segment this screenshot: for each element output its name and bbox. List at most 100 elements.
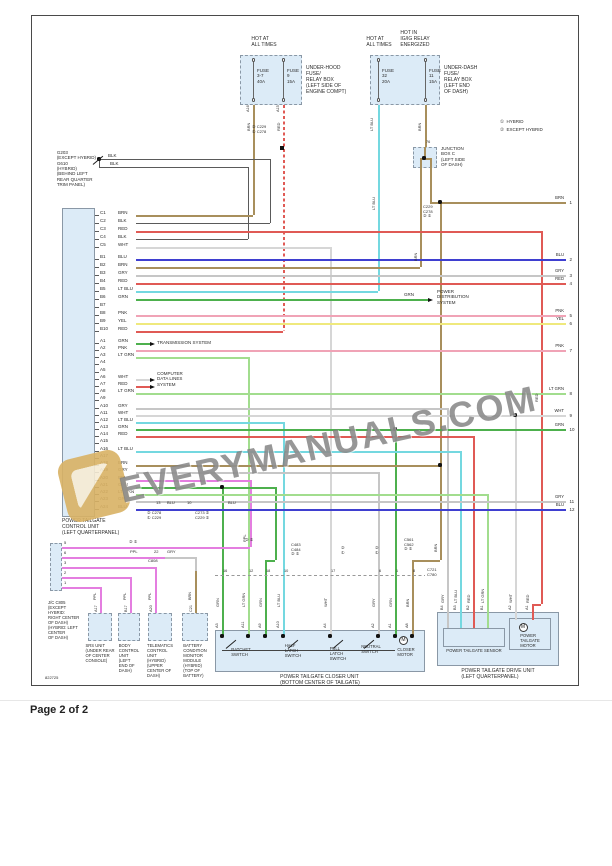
junction-dot	[281, 634, 285, 638]
pin-id: B6	[100, 293, 106, 299]
wire-red	[532, 604, 541, 606]
wire-ppl	[62, 577, 130, 579]
wire-blk	[95, 291, 99, 292]
underhood-fuse-box	[240, 55, 302, 105]
wire-blk	[95, 350, 99, 351]
wire-ppl	[250, 480, 252, 547]
fuse-terminal-icon	[376, 98, 381, 102]
exit-number: 7	[569, 347, 573, 353]
pin-color: BRN	[118, 261, 128, 267]
wire-lt-grn	[248, 357, 250, 636]
rotated-wire-label: PPL	[93, 592, 97, 600]
wire-red	[532, 604, 534, 620]
wire-blk	[95, 393, 99, 394]
wire-brn	[430, 202, 566, 204]
srs-unit-label: SRS UNIT (UNDER REAR OF CENTER CONSOLE)	[85, 643, 115, 663]
rotated-wire-label: B4	[440, 605, 444, 610]
wire-blk	[95, 259, 99, 260]
wire-red	[473, 436, 475, 628]
jc-c805-box	[50, 543, 62, 591]
closer-motor-label: CLOSER MOTOR	[397, 647, 415, 657]
wire-blk	[95, 331, 99, 332]
pin-id: A14	[100, 430, 109, 436]
page-edge-divider	[0, 700, 612, 701]
telematics-label: TELEMATICS CONTROL UNIT (HYBRID) (UPPER …	[147, 643, 173, 678]
junction-dot	[376, 634, 380, 638]
wire-lt-blu	[136, 451, 460, 453]
wire-ppl	[130, 577, 132, 613]
rotated-wire-label: A16	[246, 105, 250, 112]
wire-grn	[275, 487, 277, 560]
pin-id: A4	[100, 358, 106, 364]
exit-number: 11	[569, 498, 575, 504]
wire-lt-grn	[136, 393, 566, 395]
junction-dot	[220, 634, 224, 638]
exit-color-label: GRY	[555, 268, 564, 273]
wire-pnk	[136, 315, 566, 317]
rotated-wire-label: GRY	[370, 598, 376, 607]
wire-brn	[420, 158, 422, 267]
exit-number: 4	[569, 280, 573, 286]
legend-hybrid: ① HYBRID	[500, 119, 524, 124]
pin-id: B4	[100, 277, 106, 283]
wire-blk	[95, 364, 99, 365]
rotated-wire-label: C21	[189, 605, 193, 612]
exit-number: 6	[569, 320, 573, 326]
blue-wire-pin: 13	[156, 500, 161, 505]
wire-gry	[136, 501, 566, 503]
pin-id: A5	[100, 366, 106, 372]
tailgate-sensor-box	[443, 628, 505, 647]
wire-wht	[136, 379, 150, 381]
fuse-icon	[253, 60, 254, 100]
wire-gry	[195, 557, 197, 571]
jc-pin: 1	[64, 579, 67, 585]
wire-yel	[136, 323, 566, 325]
rotated-wire-label: PPL	[148, 592, 152, 600]
srs-unit-box	[88, 613, 112, 641]
rotated-wire-label: GRN	[387, 598, 393, 607]
fuse-9-label: FUSE 9 15A	[287, 68, 300, 84]
hot-at-all-times-1: HOT AT ALL TIMES	[251, 36, 277, 48]
rotated-wire-label: RED	[524, 594, 530, 603]
legend-except-hybrid: ② EXCEPT HYBRID	[500, 127, 543, 132]
fuse-32-label: FUSE 32 20A	[382, 68, 395, 84]
rotated-wire-label: WHT	[507, 593, 513, 603]
wire-lt-blu	[283, 422, 285, 636]
wire-blk	[95, 239, 99, 240]
exit-color-label: BRN	[555, 195, 564, 200]
pin-color: GRN	[118, 293, 128, 299]
pin-color: LT BLU	[118, 416, 133, 422]
conn-pin: 10	[284, 568, 289, 573]
ground-label: G203 (EXCEPT HYBRID) G610 (HYBRID) (BEHI…	[56, 150, 96, 187]
junction-dot	[513, 413, 517, 417]
junction-dot	[328, 634, 332, 638]
wire-red	[136, 386, 150, 388]
conn-pin: 18	[266, 568, 271, 573]
junction-dot	[220, 485, 224, 489]
wire-blu	[136, 509, 566, 511]
wire-grn	[136, 429, 566, 431]
wire-lt-blu	[460, 451, 462, 628]
jc-pin: 6	[64, 549, 67, 555]
pin-color: RED	[118, 325, 128, 331]
junction-box-label: JUNCTION BOX C (LEFT SIDE OF DASH)	[441, 146, 466, 167]
rotated-wire-label: A10	[276, 621, 280, 628]
exit-color-label: PNK	[555, 343, 564, 348]
wire-blk	[95, 443, 99, 444]
fuse-3-7-label: FUSE 3-7 40A	[257, 68, 270, 84]
connector-cluster: C229 C278 ② ①	[423, 204, 433, 219]
exit-number: 9	[569, 412, 573, 418]
wire-blk	[95, 379, 99, 380]
pin-id: A12	[100, 416, 109, 422]
grn-label: GRN	[404, 292, 414, 297]
rotated-wire-label: BRN	[246, 122, 251, 131]
blue-wire-color: BLU	[167, 500, 175, 505]
connector-cluster: ② C278 ① C229	[147, 510, 162, 520]
rotated-wire-label: LT BLU	[369, 117, 374, 131]
pin-color: WHT	[118, 373, 129, 379]
rotated-wire-label: BRN	[188, 591, 192, 600]
pin-id: B1	[100, 253, 106, 259]
wire-blk	[136, 239, 248, 240]
rotated-wire-label: GRN	[257, 598, 263, 607]
wire-grn	[265, 560, 275, 562]
